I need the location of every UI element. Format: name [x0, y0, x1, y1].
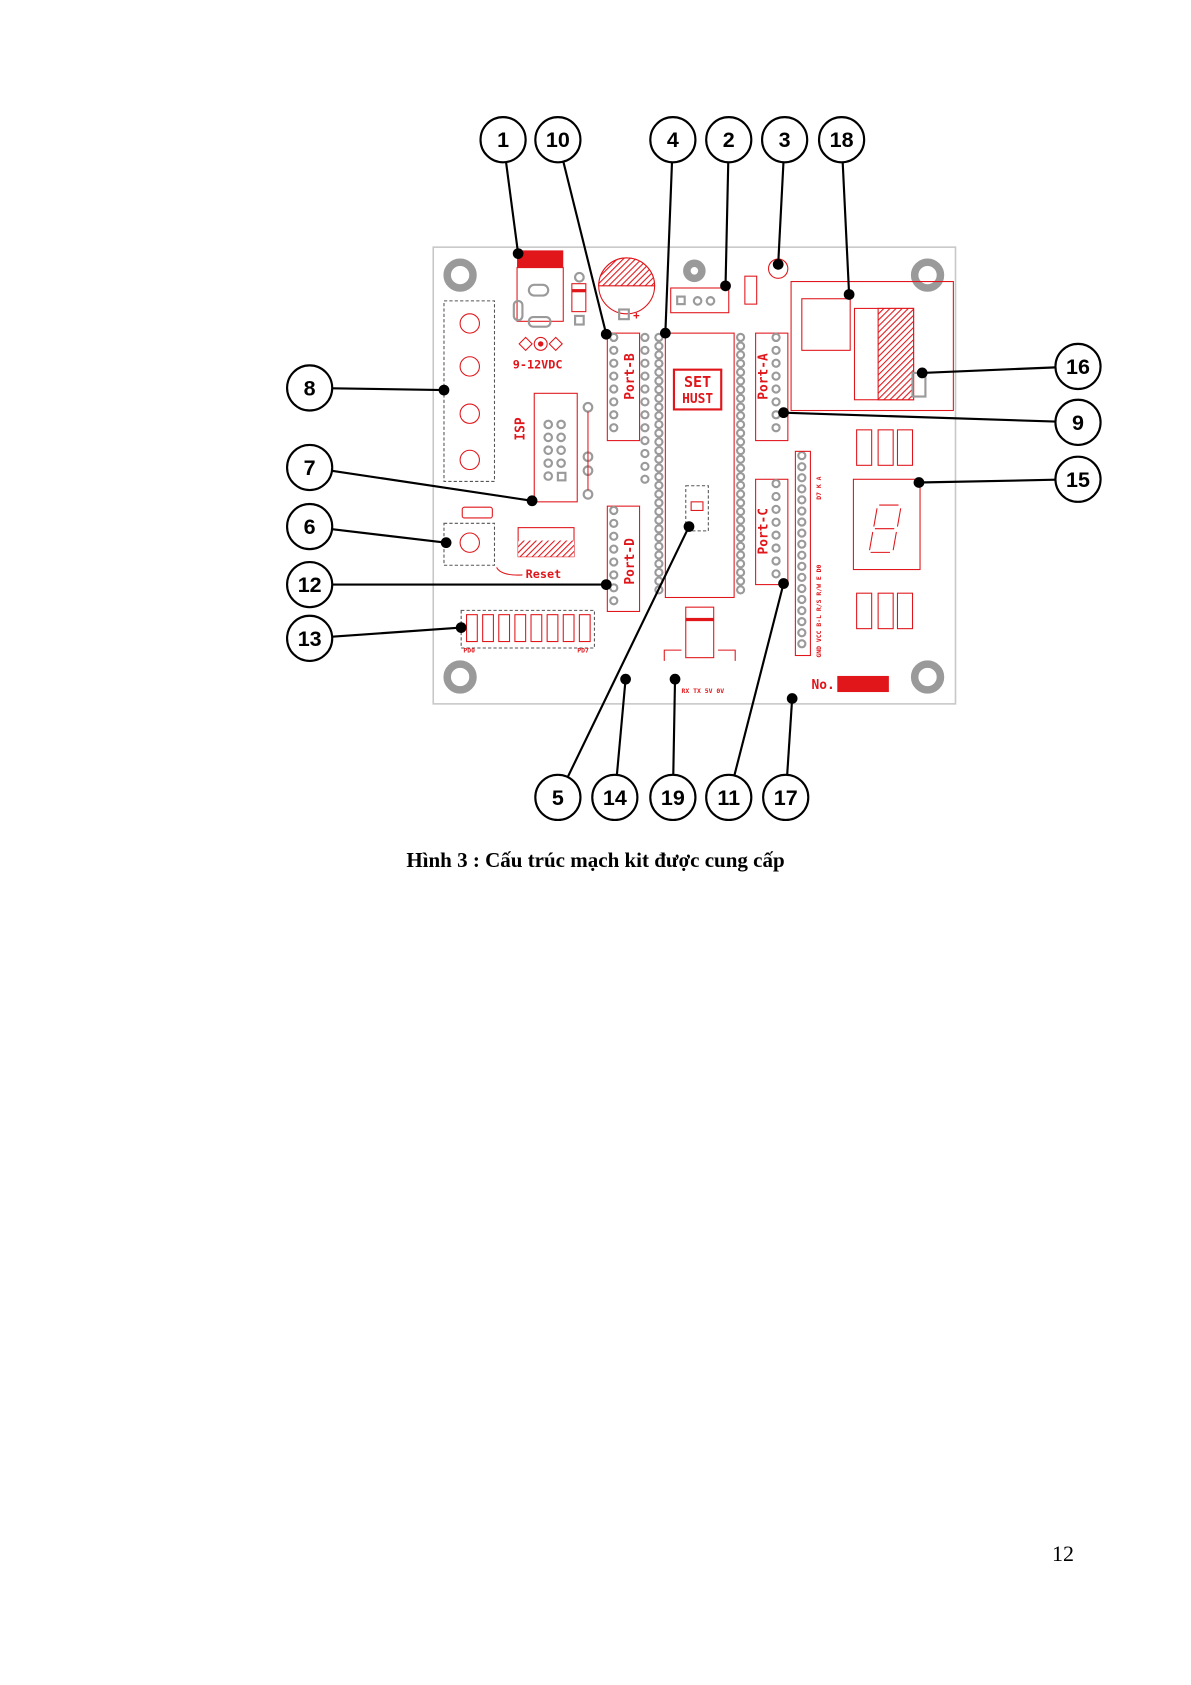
callout-dot	[788, 694, 797, 703]
callout-number: 18	[830, 128, 854, 152]
svg-text:9-12VDC: 9-12VDC	[513, 358, 563, 372]
callout-9: 9	[1055, 400, 1100, 445]
callout-number: 10	[546, 128, 570, 152]
callout-15: 15	[1055, 457, 1100, 502]
callout-13: 13	[287, 616, 332, 661]
svg-text:+: +	[633, 309, 640, 322]
callout-1: 1	[481, 117, 526, 162]
callout-number: 15	[1066, 468, 1090, 492]
callout-4: 4	[650, 117, 695, 162]
svg-text:Reset: Reset	[526, 567, 562, 581]
callout-leader-line	[506, 162, 518, 254]
callout-2: 2	[706, 117, 751, 162]
callout-number: 7	[304, 456, 316, 480]
callout-8: 8	[287, 365, 332, 410]
svg-text:No.: No.	[811, 678, 834, 693]
callout-16: 16	[1055, 344, 1100, 389]
svg-text:PD7: PD7	[577, 646, 589, 654]
callout-5: 5	[535, 775, 580, 820]
callout-dot	[442, 538, 451, 547]
callout-number: 4	[667, 128, 679, 152]
callout-dot	[915, 478, 924, 487]
svg-text:D7 K A: D7 K A	[815, 476, 823, 499]
callout-10: 10	[535, 117, 580, 162]
callout-18: 18	[819, 117, 864, 162]
svg-text:PD0: PD0	[463, 646, 475, 654]
callout-dot	[774, 260, 783, 269]
svg-text:Port-D: Port-D	[623, 538, 638, 585]
callout-dot	[602, 330, 611, 339]
callout-dot	[661, 329, 670, 338]
callout-dot	[457, 623, 466, 632]
callout-number: 2	[723, 128, 735, 152]
callout-dot	[440, 386, 449, 395]
callout-dot	[845, 290, 854, 299]
callout-leader-line	[332, 529, 446, 542]
callout-dot	[685, 522, 694, 531]
callout-dot	[602, 580, 611, 589]
callout-number: 13	[298, 627, 322, 651]
page-number: 12	[1052, 1541, 1074, 1567]
callout-dot	[918, 369, 927, 378]
figure-caption: Hình 3 : Cấu trúc mạch kit được cung cấp	[0, 848, 1191, 873]
svg-text:SET: SET	[684, 373, 711, 391]
callout-leader-line	[787, 699, 792, 775]
callout-number: 5	[552, 786, 564, 810]
svg-text:ISP: ISP	[514, 417, 529, 441]
callout-leader-line	[332, 388, 444, 390]
callout-6: 6	[287, 504, 332, 549]
callout-dot	[621, 675, 630, 684]
callout-number: 19	[661, 786, 685, 810]
callout-number: 9	[1072, 411, 1084, 435]
callout-dot	[671, 675, 680, 684]
callout-dot	[779, 408, 788, 417]
callout-dot	[779, 579, 788, 588]
pcb-board-outline	[433, 247, 955, 704]
svg-text:Port-B: Port-B	[623, 353, 638, 400]
svg-text:RX TX 5V 0V: RX TX 5V 0V	[681, 687, 724, 695]
callout-14: 14	[592, 775, 637, 820]
callout-number: 8	[304, 376, 316, 400]
callout-3: 3	[762, 117, 807, 162]
serial-number-box	[837, 676, 889, 692]
callout-dot	[721, 282, 730, 291]
callout-19: 19	[650, 775, 695, 820]
callout-12: 12	[287, 562, 332, 607]
callout-number: 3	[779, 128, 791, 152]
callout-17: 17	[763, 775, 808, 820]
callout-number: 17	[774, 786, 798, 810]
callout-number: 12	[298, 573, 322, 597]
callout-11: 11	[706, 775, 751, 820]
callout-dot	[514, 249, 523, 258]
callout-number: 16	[1066, 355, 1090, 379]
callout-number: 6	[304, 515, 316, 539]
callout-dot	[528, 496, 537, 505]
callout-number: 1	[497, 128, 509, 152]
svg-text:GND VCC B-L R/S R/W E D0: GND VCC B-L R/S R/W E D0	[815, 565, 823, 658]
svg-text:Port-A: Port-A	[756, 353, 771, 400]
svg-text:HUST: HUST	[682, 392, 713, 407]
callout-7: 7	[287, 445, 332, 490]
callout-number: 11	[717, 786, 740, 810]
svg-text:Port-C: Port-C	[756, 508, 771, 555]
callout-number: 14	[603, 786, 627, 810]
